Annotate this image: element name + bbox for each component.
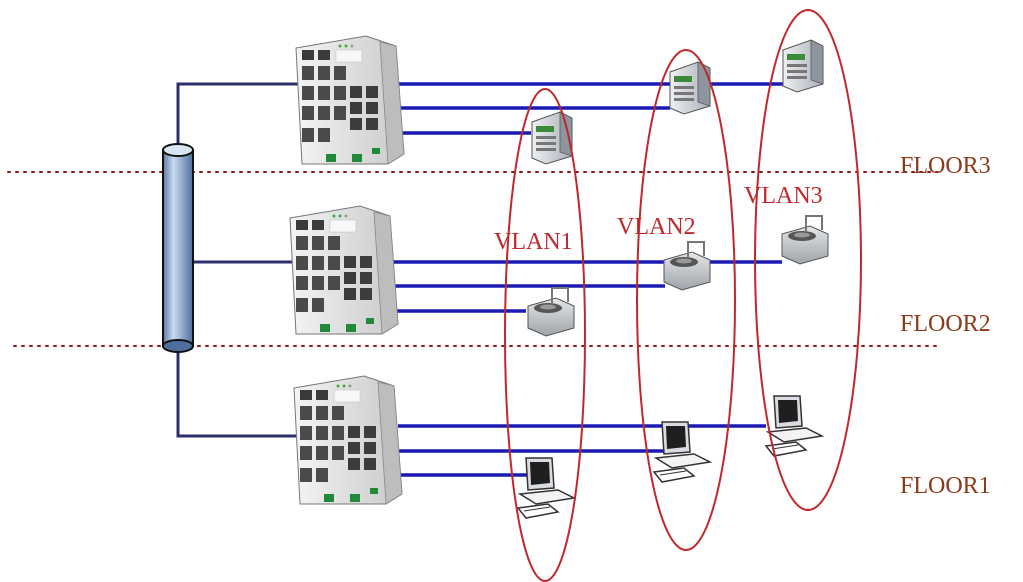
switch-floor2 (289, 205, 399, 335)
vlan3-label: VLAN3 (744, 183, 823, 209)
uplinks (176, 82, 300, 438)
switch-floor3 (295, 35, 405, 165)
backbone-cylinder-icon (162, 143, 194, 353)
computer-vlan1 (517, 457, 575, 519)
server-vlan3 (782, 39, 824, 93)
printer-vlan3 (781, 215, 829, 265)
vlan1-ellipse (504, 88, 586, 582)
printer-vlan2 (663, 241, 711, 291)
floor1-label: FLOOR1 (900, 473, 991, 499)
floor3-label: FLOOR3 (900, 153, 991, 179)
switch-floor1 (293, 375, 403, 505)
device-links (392, 82, 783, 477)
server-vlan1 (531, 111, 573, 165)
vlan2-ellipse (636, 49, 736, 551)
vlan-groups (504, 9, 862, 582)
computer-vlan3 (765, 395, 823, 457)
server-vlan2 (669, 61, 711, 115)
vlan1-label: VLAN1 (494, 229, 573, 255)
printer-vlan1 (527, 287, 575, 337)
vlan3-ellipse (754, 9, 862, 511)
floor2-label: FLOOR2 (900, 311, 991, 337)
vlan2-label: VLAN2 (617, 214, 696, 240)
uplink-floor3 (176, 82, 300, 150)
uplink-floor1 (176, 346, 296, 438)
